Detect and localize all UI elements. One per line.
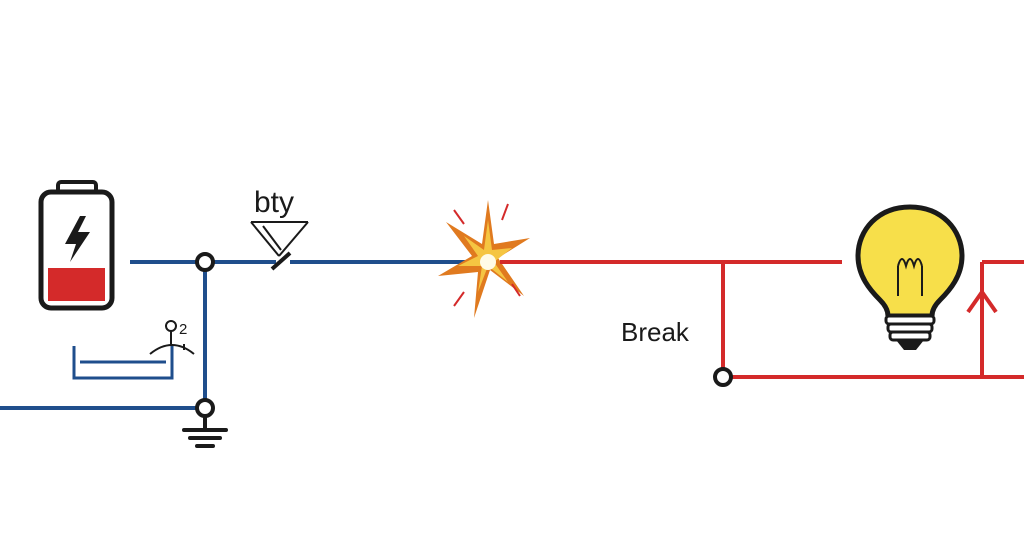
sensor-icon: [149, 320, 195, 355]
arrow-up-icon: [966, 290, 998, 314]
tank-icon: [72, 346, 174, 380]
junction-node: [195, 252, 215, 272]
battery-charge-level: [48, 268, 105, 301]
light-bulb-icon: [855, 204, 965, 350]
ground-node: [195, 398, 215, 418]
switch-label: bty: [254, 186, 294, 219]
red-wires: [500, 260, 1024, 379]
break-label: Break: [621, 317, 690, 347]
spark-icon: [438, 200, 530, 318]
break-node: [713, 367, 733, 387]
switch-icon: [250, 221, 309, 271]
blue-wires: [0, 260, 476, 410]
ground-icon: [182, 414, 228, 448]
sensor-label: 2: [179, 321, 187, 338]
bolt-icon: [65, 216, 90, 262]
battery-icon: [38, 180, 115, 311]
